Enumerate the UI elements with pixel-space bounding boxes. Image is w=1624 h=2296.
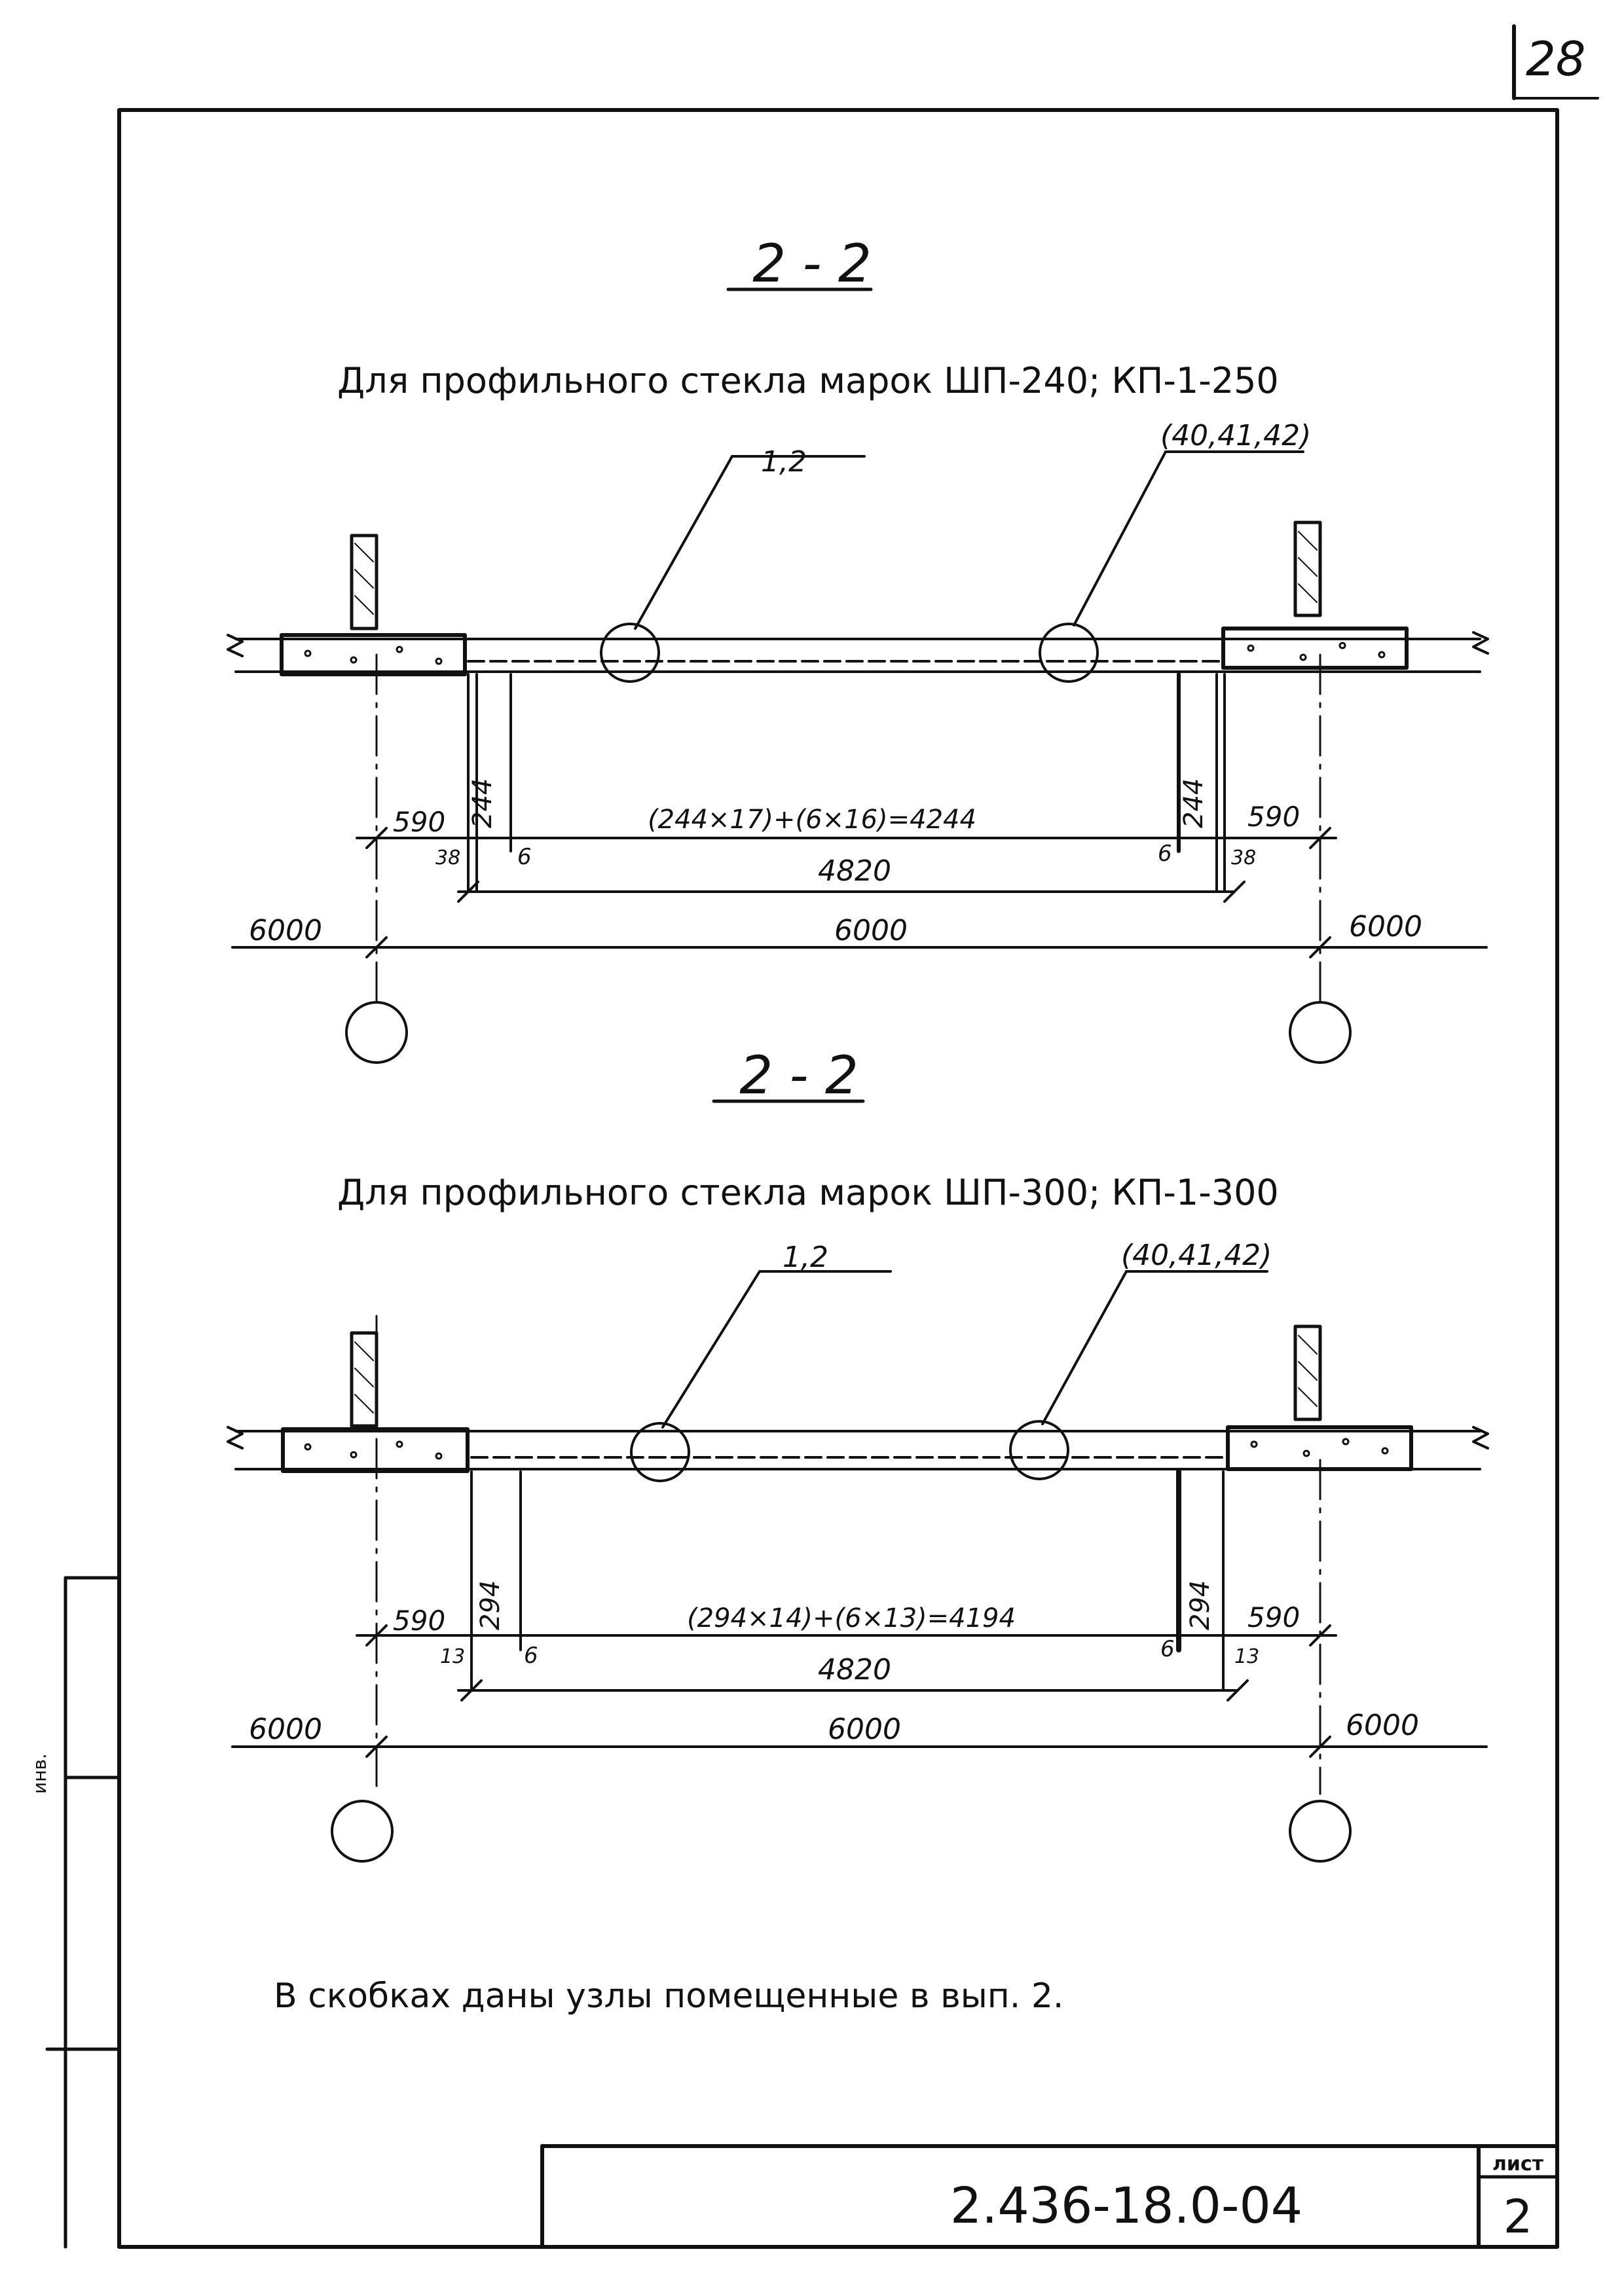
section-2-title: 2 - 2 xyxy=(739,1045,858,1106)
section-1-span-inner: 4820 xyxy=(818,854,891,888)
section-1-edge-right: 590 xyxy=(1247,801,1300,833)
section-1-joint-left: 6 xyxy=(517,844,532,870)
section-2-subtitle: Для профильного стекла марок ШП-300; КП-… xyxy=(337,1172,1279,1213)
section-1-title: 2 - 2 xyxy=(752,233,872,294)
section-1-panel-left: 244 xyxy=(468,778,498,828)
section-2-span-inner: 4820 xyxy=(818,1653,891,1686)
section-1: 2 - 2 Для профильного стекла марок ШП-24… xyxy=(227,233,1489,1064)
sheet-label: лист xyxy=(1492,2153,1544,2176)
section-1-joint-right: 6 xyxy=(1158,841,1172,867)
section-1-axis-left: 6000 xyxy=(249,914,322,947)
page-number: 28 xyxy=(1526,31,1586,86)
section-2-joint-right: 6 xyxy=(1160,1636,1175,1662)
section-1-gap-left: 38 xyxy=(435,847,460,869)
title-block: 2.436-18.0-04 лист 2 xyxy=(540,2144,1559,2249)
section-2-formula: (294×14)+(6×13)=4194 xyxy=(687,1603,1016,1633)
section-1-formula: (244×17)+(6×16)=4244 xyxy=(648,805,976,835)
section-1-subtitle: Для профильного стекла марок ШП-240; КП-… xyxy=(337,360,1279,401)
section-1-panel-right: 244 xyxy=(1179,778,1209,828)
section-2-callout-left: 1,2 xyxy=(783,1241,828,1274)
sheet-frame: 28 xyxy=(117,24,1599,2249)
section-2-panel-left: 294 xyxy=(475,1580,506,1630)
section-1-edge-left: 590 xyxy=(393,806,445,838)
binding-mark: инв. xyxy=(29,1753,50,1794)
section-1-callout-right: (40,41,42) xyxy=(1160,419,1311,452)
section-2: 2 - 2 Для профильного стекла марок ШП-30… xyxy=(227,1045,1489,1863)
section-2-gap-left: 13 xyxy=(440,1645,465,1668)
section-2-edge-right: 590 xyxy=(1247,1601,1300,1633)
section-2-callout-right: (40,41,42) xyxy=(1121,1239,1272,1272)
section-2-gap-right: 13 xyxy=(1234,1645,1259,1668)
section-1-gap-right: 38 xyxy=(1231,847,1256,869)
section-1-axis-center: 6000 xyxy=(834,914,908,947)
section-2-axis-center: 6000 xyxy=(828,1713,901,1746)
binding-strip: инв. xyxy=(29,1576,121,2249)
section-1-callout-left: 1,2 xyxy=(761,445,807,479)
section-2-axis-left: 6000 xyxy=(249,1713,322,1746)
section-1-axis-right: 6000 xyxy=(1349,910,1422,943)
section-2-axis-right: 6000 xyxy=(1346,1709,1419,1742)
section-2-edge-left: 590 xyxy=(393,1605,445,1637)
section-2-joint-left: 6 xyxy=(524,1643,538,1669)
section-2-panel-right: 294 xyxy=(1185,1580,1215,1630)
note-text: В скобках даны узлы помещенные в вып. 2. xyxy=(274,1977,1063,2016)
document-code: 2.436-18.0-04 xyxy=(950,2176,1302,2234)
sheet-number: 2 xyxy=(1504,2190,1533,2244)
